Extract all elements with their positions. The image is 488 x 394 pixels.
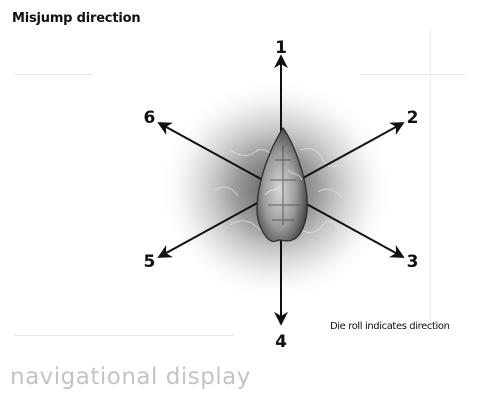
caption: Die roll indicates direction <box>330 321 450 332</box>
direction-label-3: 3 <box>407 252 419 272</box>
direction-label-1: 1 <box>275 38 287 58</box>
direction-label-2: 2 <box>407 108 419 128</box>
direction-label-4: 4 <box>275 332 287 352</box>
direction-label-5: 5 <box>143 252 155 272</box>
footer-label: navigational display <box>10 364 251 390</box>
direction-label-6: 6 <box>143 108 155 128</box>
